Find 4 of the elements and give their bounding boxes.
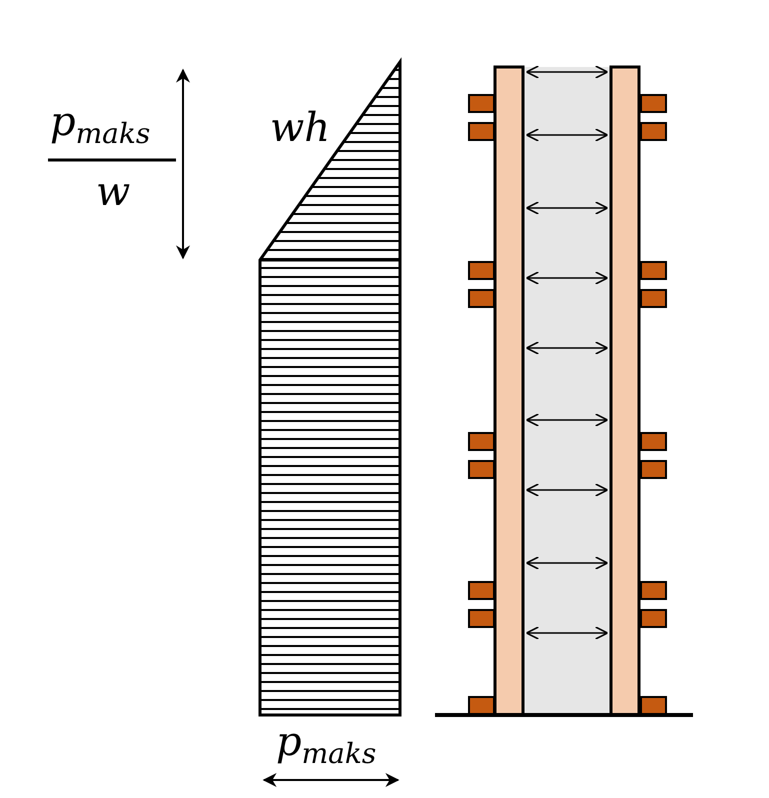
- denominator-label: w: [96, 172, 130, 212]
- numerator-label: p$_{maks}$: [50, 102, 150, 148]
- pressure-label: p$_{maks}$: [276, 722, 376, 768]
- height-pressure-label: wh: [270, 108, 330, 148]
